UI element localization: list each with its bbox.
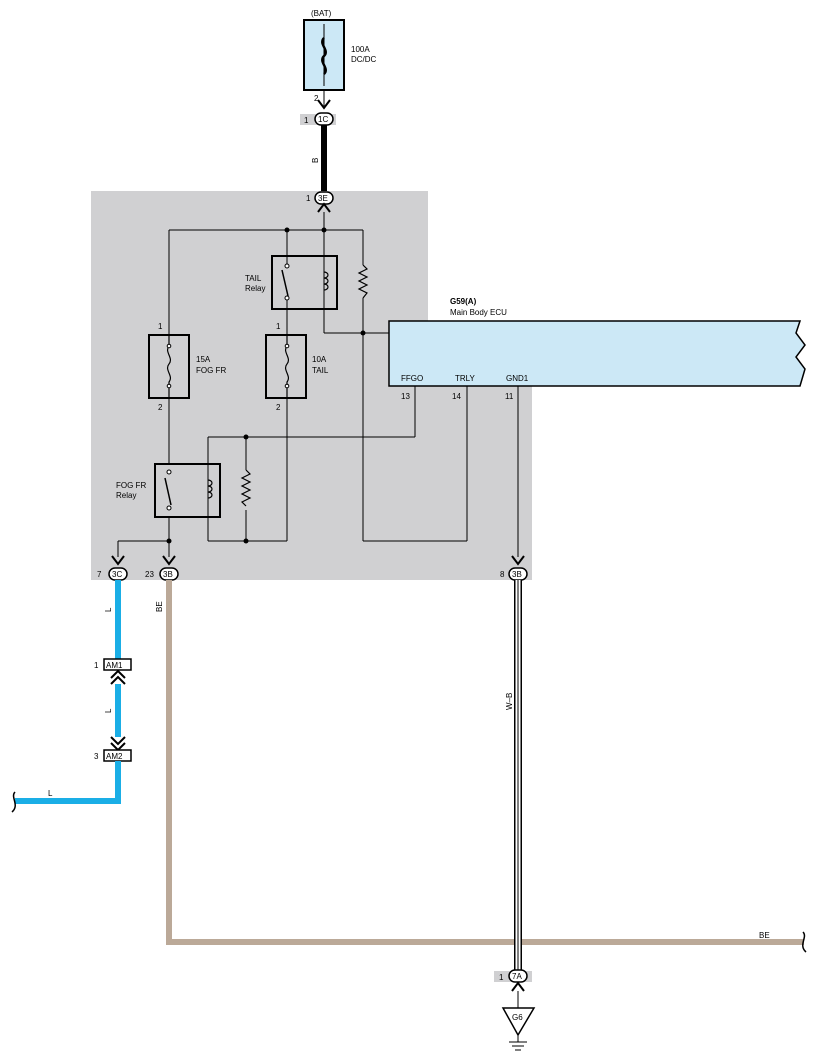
wire-l-label-1: L bbox=[104, 607, 113, 612]
conn-3b-right-pin: 8 bbox=[500, 570, 505, 579]
relay-switch-icon bbox=[164, 477, 172, 506]
conn-3c-id: 3C bbox=[112, 570, 122, 579]
conn-1c-id: 1C bbox=[318, 115, 328, 124]
resistor-icon bbox=[240, 469, 252, 507]
relay-coil-icon bbox=[323, 271, 329, 291]
conn-am1-pin: 1 bbox=[94, 661, 99, 670]
internal-wiring bbox=[117, 212, 468, 557]
conn-1c-pin: 1 bbox=[304, 116, 309, 125]
tail-fuse-pin-bottom: 2 bbox=[276, 403, 281, 412]
ecu-name: Main Body ECU bbox=[450, 308, 507, 317]
ecu-pin-11: 11 bbox=[505, 392, 514, 401]
fog-relay-label-2: Relay bbox=[116, 491, 136, 500]
dcdc-fuse-pin: 2 bbox=[314, 94, 319, 103]
conn-am1-id: AM1 bbox=[106, 661, 123, 670]
wire-break-icon bbox=[11, 791, 16, 813]
fuse-element-icon bbox=[321, 37, 327, 75]
wire-be bbox=[166, 580, 804, 945]
connector-arrow-icon bbox=[111, 555, 125, 566]
fog-fuse-pin-top: 1 bbox=[158, 322, 163, 331]
conn-3b-left-id: 3B bbox=[163, 570, 173, 579]
relay-switch-icon bbox=[281, 269, 289, 297]
conn-3c-pin: 7 bbox=[97, 570, 102, 579]
conn-7a-pin: 1 bbox=[499, 973, 504, 982]
tail-fuse-pin-top: 1 bbox=[276, 322, 281, 331]
fog-relay bbox=[154, 463, 221, 518]
wire-break-icon bbox=[802, 931, 807, 953]
wire-be-label-2: BE bbox=[759, 931, 770, 940]
connector-arrow-icon bbox=[162, 555, 176, 566]
tail-fuse-rating: 10A bbox=[312, 355, 327, 364]
ecu-id: G59(A) bbox=[450, 297, 477, 306]
tail-fuse-name: TAIL bbox=[312, 366, 329, 375]
connector-arrow-icon bbox=[110, 669, 126, 685]
wire-l-lower bbox=[15, 761, 121, 804]
junction-dots bbox=[166, 227, 366, 544]
connector-arrow-icon bbox=[110, 736, 126, 752]
connector-arrow-icon bbox=[317, 99, 331, 110]
wire-l-label-2: L bbox=[104, 708, 113, 713]
ecu-terminal-gnd1: GND1 bbox=[506, 374, 529, 383]
connector-arrow-icon bbox=[317, 202, 331, 213]
ecu-pin-13: 13 bbox=[401, 392, 410, 401]
fog-relay-label-1: FOG FR bbox=[116, 481, 146, 490]
wire-wb-label: W–B bbox=[505, 693, 514, 710]
conn-7a-id: 7A bbox=[512, 972, 522, 981]
connector-arrow-icon bbox=[511, 555, 525, 566]
conn-am1 bbox=[103, 658, 132, 671]
fuse-element-icon bbox=[284, 335, 290, 398]
tail-relay bbox=[271, 255, 338, 310]
ecu-box bbox=[388, 320, 806, 387]
conn-3e-pin: 1 bbox=[306, 194, 311, 203]
ecu-pin-14: 14 bbox=[452, 392, 461, 401]
ground-id: G6 bbox=[512, 1013, 523, 1022]
dcdc-fuse-rating: 100A bbox=[351, 45, 370, 54]
conn-3b-left-pin: 23 bbox=[145, 570, 154, 579]
fog-fuse-pin-bottom: 2 bbox=[158, 403, 163, 412]
conn-3b-right-id: 3B bbox=[512, 570, 522, 579]
relay-coil-icon bbox=[207, 479, 213, 499]
fog-fuse-name: FOG FR bbox=[196, 366, 226, 375]
junction-block-panel bbox=[91, 191, 428, 321]
wire-b-label: B bbox=[311, 158, 320, 163]
ground-icon bbox=[509, 1035, 527, 1051]
ecu-terminal-trly: TRLY bbox=[455, 374, 476, 383]
conn-am2-pin: 3 bbox=[94, 752, 99, 761]
ecu-terminal-ffgo: FFGO bbox=[401, 374, 423, 383]
tail-fuse bbox=[265, 334, 307, 399]
conn-am2-id: AM2 bbox=[106, 752, 123, 761]
resistor-icon bbox=[357, 264, 369, 299]
battery-label: (BAT) bbox=[311, 9, 332, 18]
conn-3e-id: 3E bbox=[318, 194, 328, 203]
tail-relay-label-2: Relay bbox=[245, 284, 265, 293]
fog-fuse-rating: 15A bbox=[196, 355, 211, 364]
ground-triangle bbox=[501, 1007, 536, 1037]
connector-arrow-icon bbox=[511, 981, 525, 992]
dcdc-fuse-name: DC/DC bbox=[351, 55, 377, 64]
tail-relay-label-1: TAIL bbox=[245, 274, 262, 283]
wire-l-label-3: L bbox=[48, 789, 53, 798]
wire-be-label-1: BE bbox=[155, 601, 164, 612]
fuse-element-icon bbox=[166, 335, 172, 398]
